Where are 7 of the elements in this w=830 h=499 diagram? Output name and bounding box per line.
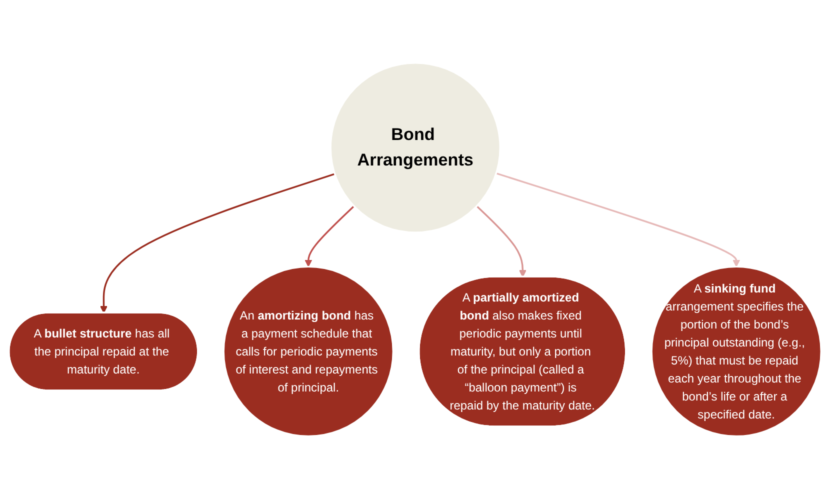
arrow — [100, 173, 336, 314]
node-circle: A sinking fund arrangement specifies the portion of the bond’s principal outstanding (e.g., 5%) that must be repaid each year throughout the bond’s life or after a specified date. — [650, 266, 822, 438]
node-circle: An amortizing bond has a payment schedule that calls for periodic payments of interest and repayments of principal. — [222, 266, 394, 438]
node-circle: Bond Arrangements — [330, 62, 502, 234]
arrow — [304, 205, 355, 267]
arrow — [476, 205, 526, 278]
arrow — [496, 172, 740, 267]
